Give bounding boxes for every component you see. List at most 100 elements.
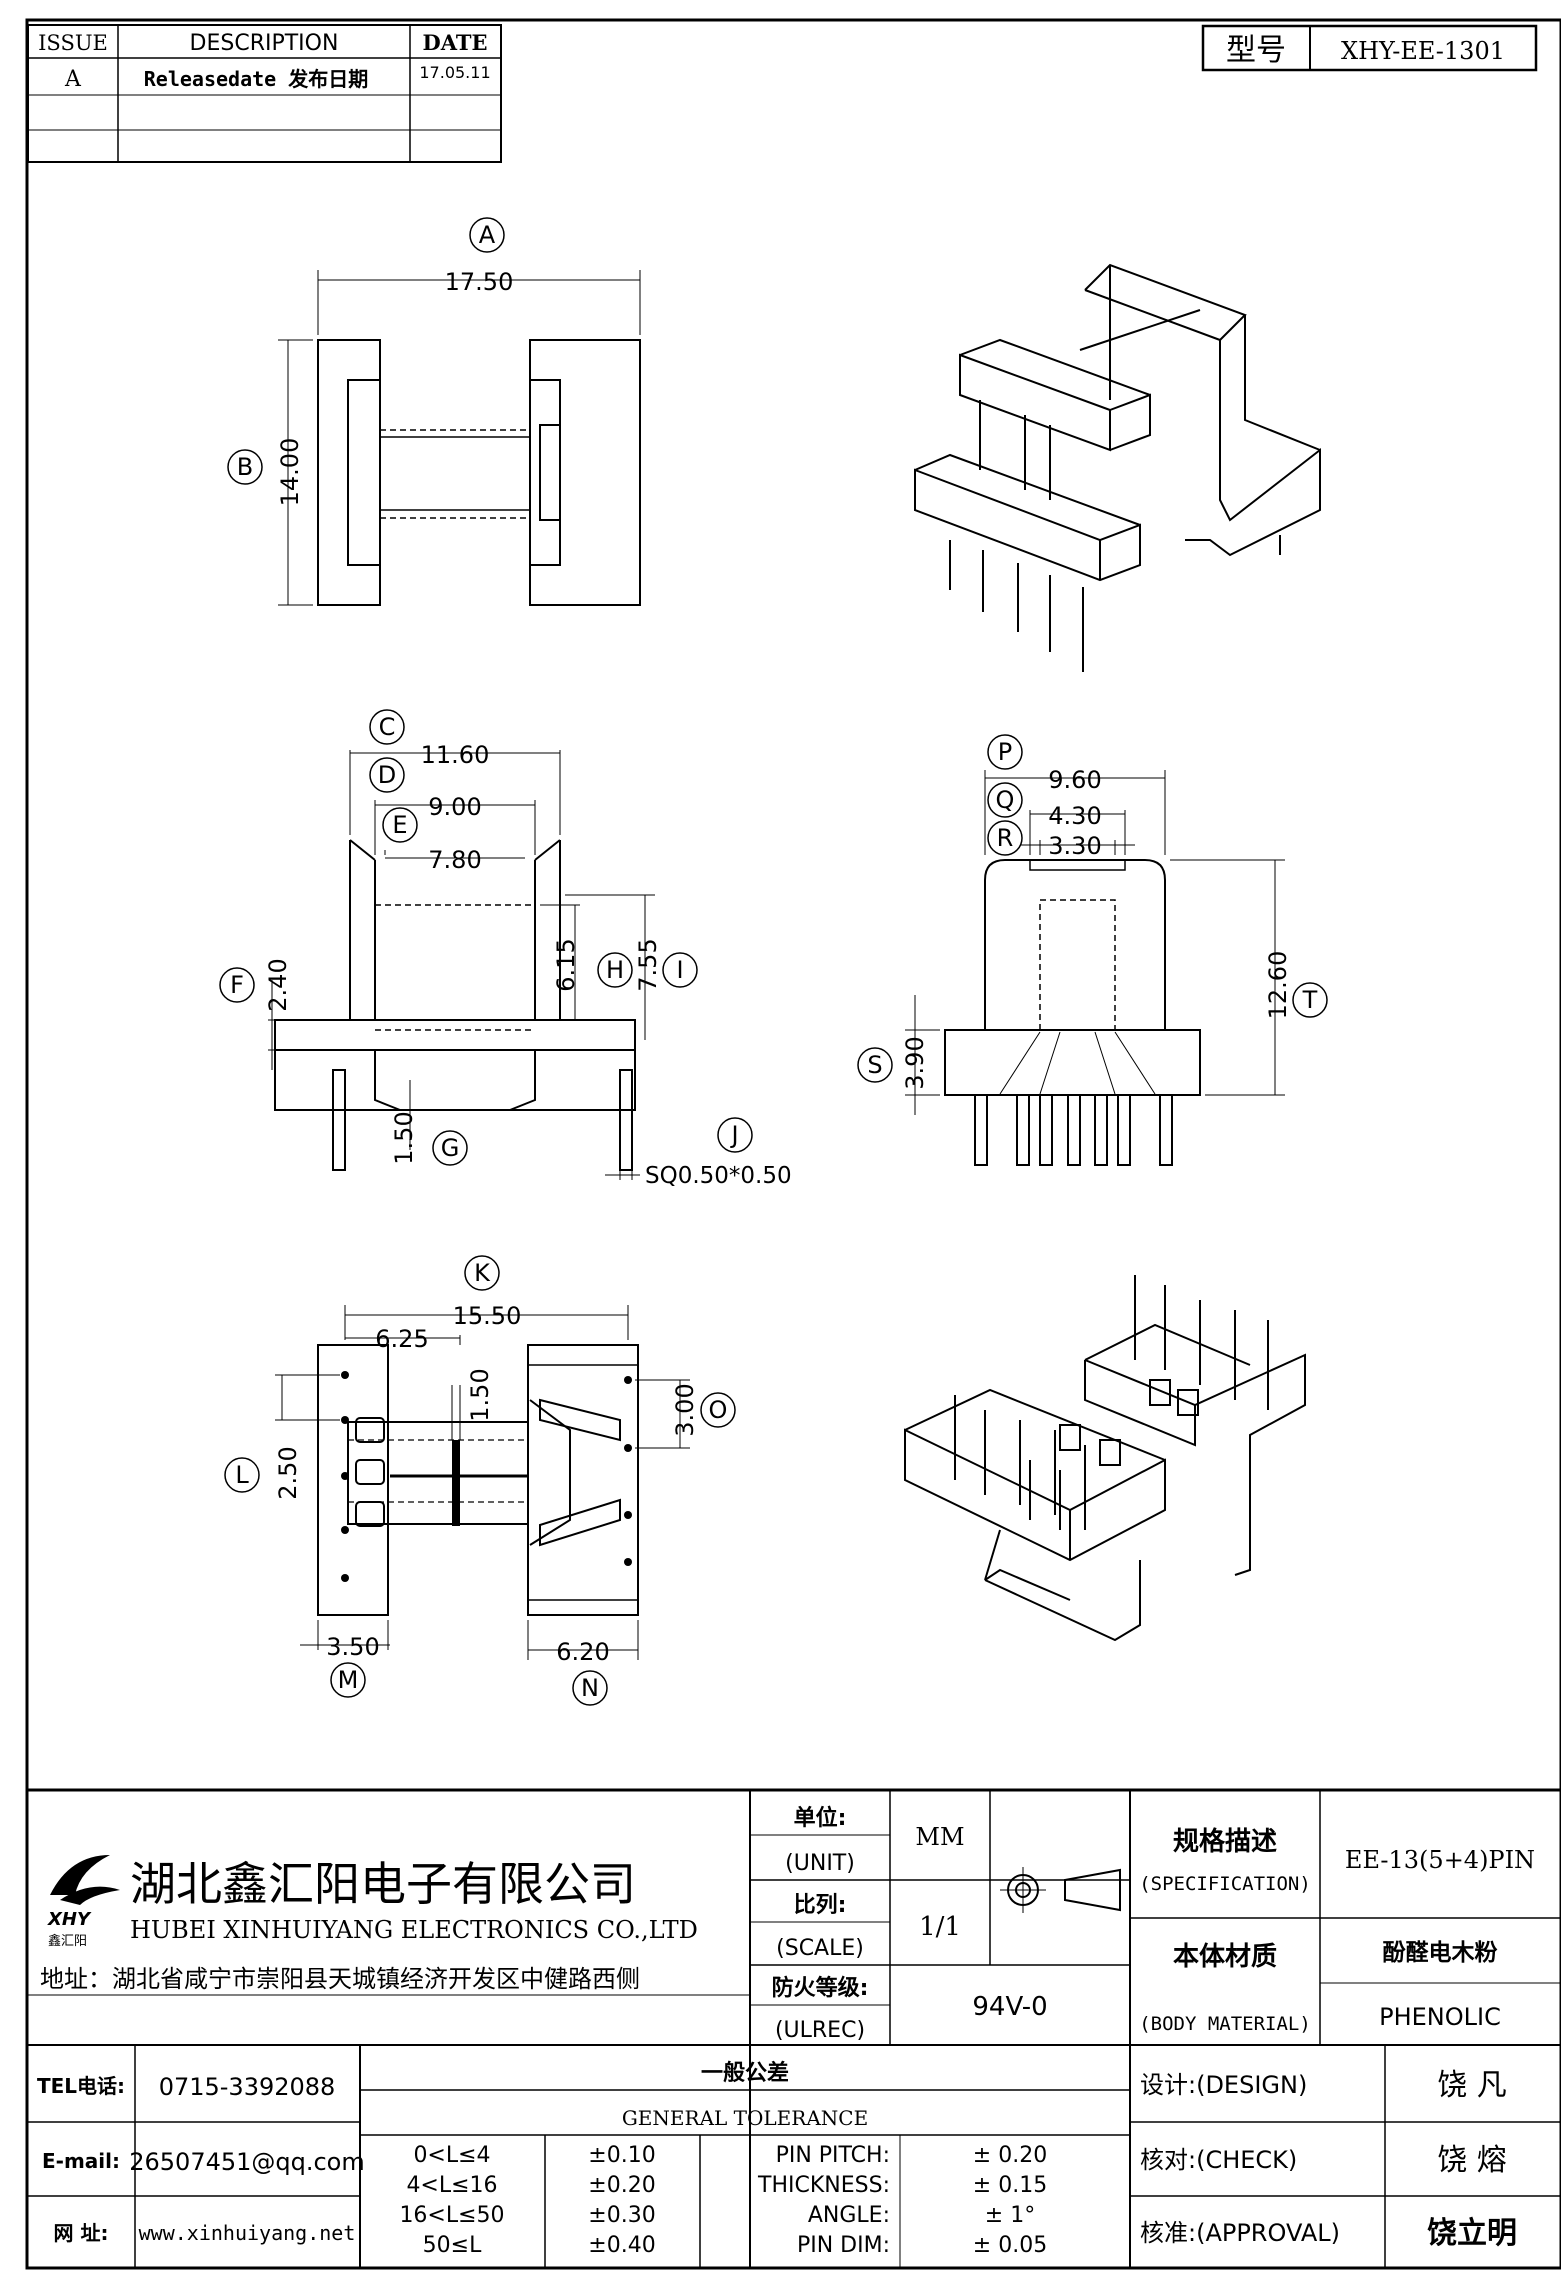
dim-R-value: 3.30 <box>1048 832 1101 860</box>
isometric-view-top <box>914 263 1321 672</box>
callout-g: G <box>432 1130 468 1166</box>
title-block: XHY 鑫汇阳 湖北鑫汇阳电子有限公司 HUBEI XINHUIYANG ELE… <box>27 1788 1561 2268</box>
rev-row-description: Releasedate 发布日期 <box>144 67 369 91</box>
spec-label-en: (SPECIFICATION) <box>1139 1873 1311 1895</box>
callout-p-letter: P <box>998 738 1012 766</box>
callout-i: I <box>662 952 698 988</box>
tol-param-value: ± 0.15 <box>973 2173 1047 2198</box>
tel-value: 0715-3392088 <box>159 2073 336 2101</box>
dim-S-value: 3.90 <box>901 1036 929 1089</box>
dim-F-value: 2.40 <box>264 958 292 1011</box>
callout-j: J <box>717 1117 753 1153</box>
top-view: 17.50 14.00 <box>276 268 641 607</box>
scale-label-en: (SCALE) <box>776 1936 864 1961</box>
callout-p: P <box>987 734 1023 770</box>
rev-header-issue: ISSUE <box>38 31 108 55</box>
tol-param-value: ± 0.20 <box>973 2143 1047 2168</box>
callout-o-letter: O <box>709 1396 728 1424</box>
callout-m-letter: M <box>338 1666 359 1694</box>
callout-k: K <box>464 1255 500 1291</box>
projection-symbol <box>1000 1867 1121 1913</box>
material-label-cn: 本体材质 <box>1173 1942 1277 1972</box>
dim-B-value: 14.00 <box>276 438 304 507</box>
dim-T-value: 12.60 <box>1264 951 1292 1020</box>
ulrec-value: 94V-0 <box>972 1992 1047 2022</box>
model-label: 型号 <box>1226 33 1286 68</box>
dim-N-value: 6.20 <box>556 1638 609 1666</box>
approval-name: 饶立明 <box>1427 2216 1517 2251</box>
email-label: E-mail: <box>42 2149 120 2173</box>
tel-label: TEL电话: <box>37 2074 125 2098</box>
material-label-en: (BODY MATERIAL) <box>1139 2013 1311 2035</box>
callout-k-letter: K <box>474 1259 491 1287</box>
dim-L-value: 2.50 <box>274 1446 302 1499</box>
callout-n-letter: N <box>581 1674 599 1702</box>
dim-A-value: 17.50 <box>445 268 514 296</box>
bottom-view: 15.50 6.25 1.50 2.50 3.00 3.50 6.20 <box>274 1302 699 1666</box>
tol-range: 16<L≤50 <box>399 2203 504 2228</box>
material-value-cn: 酚醛电木粉 <box>1383 1940 1498 1966</box>
callout-b: B <box>227 449 263 485</box>
tol-value: ±0.10 <box>588 2143 655 2168</box>
callout-c-letter: C <box>379 713 396 741</box>
callout-r: R <box>987 820 1023 856</box>
dim-E-value: 7.80 <box>428 846 481 874</box>
callout-a-letter: A <box>479 221 496 249</box>
unit-label-en: (UNIT) <box>785 1851 855 1876</box>
callout-e-letter: E <box>392 811 407 839</box>
tol-param: PIN PITCH: <box>776 2143 890 2168</box>
ulrec-label-en: (ULREC) <box>775 2018 865 2043</box>
company-name-cn: 湖北鑫汇阳电子有限公司 <box>130 1857 636 1911</box>
material-value-en: PHENOLIC <box>1379 2003 1501 2031</box>
tol-value: ±0.30 <box>588 2203 655 2228</box>
callout-n: N <box>572 1670 608 1706</box>
front-view: 11.60 9.00 7.80 2.40 6.15 7.55 1.50 SQ0.… <box>264 741 792 1189</box>
dim-P-value: 9.60 <box>1048 766 1101 794</box>
callout-d: D <box>369 757 405 793</box>
callout-o: O <box>700 1392 736 1428</box>
dim-O-value: 3.00 <box>671 1383 699 1436</box>
design-label: 设计:(DESIGN) <box>1140 2071 1307 2099</box>
rev-header-description: DESCRIPTION <box>190 31 339 56</box>
tol-range: 50≤L <box>423 2233 482 2258</box>
tolerance-title-en: GENERAL TOLERANCE <box>622 2106 868 2130</box>
sheet-border <box>25 18 1561 2270</box>
approval-label: 核准:(APPROVAL) <box>1140 2219 1340 2247</box>
scale-value: 1/1 <box>919 1912 961 1942</box>
logo-subtext: 鑫汇阳 <box>48 1933 87 1949</box>
dim-G-value: 1.50 <box>390 1111 418 1164</box>
web-label: 网 址: <box>54 2221 109 2245</box>
callout-t-letter: T <box>1302 986 1318 1014</box>
web-value: www.xinhuiyang.net <box>139 2221 356 2245</box>
tolerance-title-cn: 一般公差 <box>701 2060 789 2086</box>
check-name: 饶 熔 <box>1437 2143 1507 2178</box>
side-view: 9.60 4.30 3.30 3.90 12.60 <box>901 766 1292 1166</box>
callout-t: T <box>1292 982 1328 1018</box>
callout-s: S <box>857 1047 893 1083</box>
email-value: 26507451@qq.com <box>129 2148 365 2176</box>
revision-table: ISSUE DESCRIPTION DATE A Releasedate 发布日… <box>27 24 502 163</box>
callout-h-letter: H <box>606 956 624 984</box>
rev-row-issue: A <box>64 67 82 92</box>
callout-f-letter: F <box>230 971 244 999</box>
company-address: 地址：湖北省咸宁市崇阳县天城镇经济开发区中健路西侧 <box>40 1965 640 1993</box>
ulrec-label-cn: 防火等级: <box>772 1975 869 2001</box>
check-label: 核对:(CHECK) <box>1140 2146 1297 2174</box>
company-logo: XHY 鑫汇阳 <box>47 1855 120 1949</box>
design-name: 饶 凡 <box>1437 2068 1507 2103</box>
dim-D-value: 9.00 <box>428 793 481 821</box>
callout-h: H <box>597 952 633 988</box>
callout-r-letter: R <box>997 824 1014 852</box>
dim-M-value: 3.50 <box>326 1633 379 1661</box>
scale-label-cn: 比列: <box>794 1893 847 1918</box>
logo-text: XHY <box>47 1909 92 1930</box>
callout-g-letter: G <box>441 1134 460 1162</box>
dim-Q-value: 4.30 <box>1048 802 1101 830</box>
callout-s-letter: S <box>867 1051 882 1079</box>
tol-param: PIN DIM: <box>797 2233 890 2258</box>
callout-q: Q <box>987 782 1023 818</box>
